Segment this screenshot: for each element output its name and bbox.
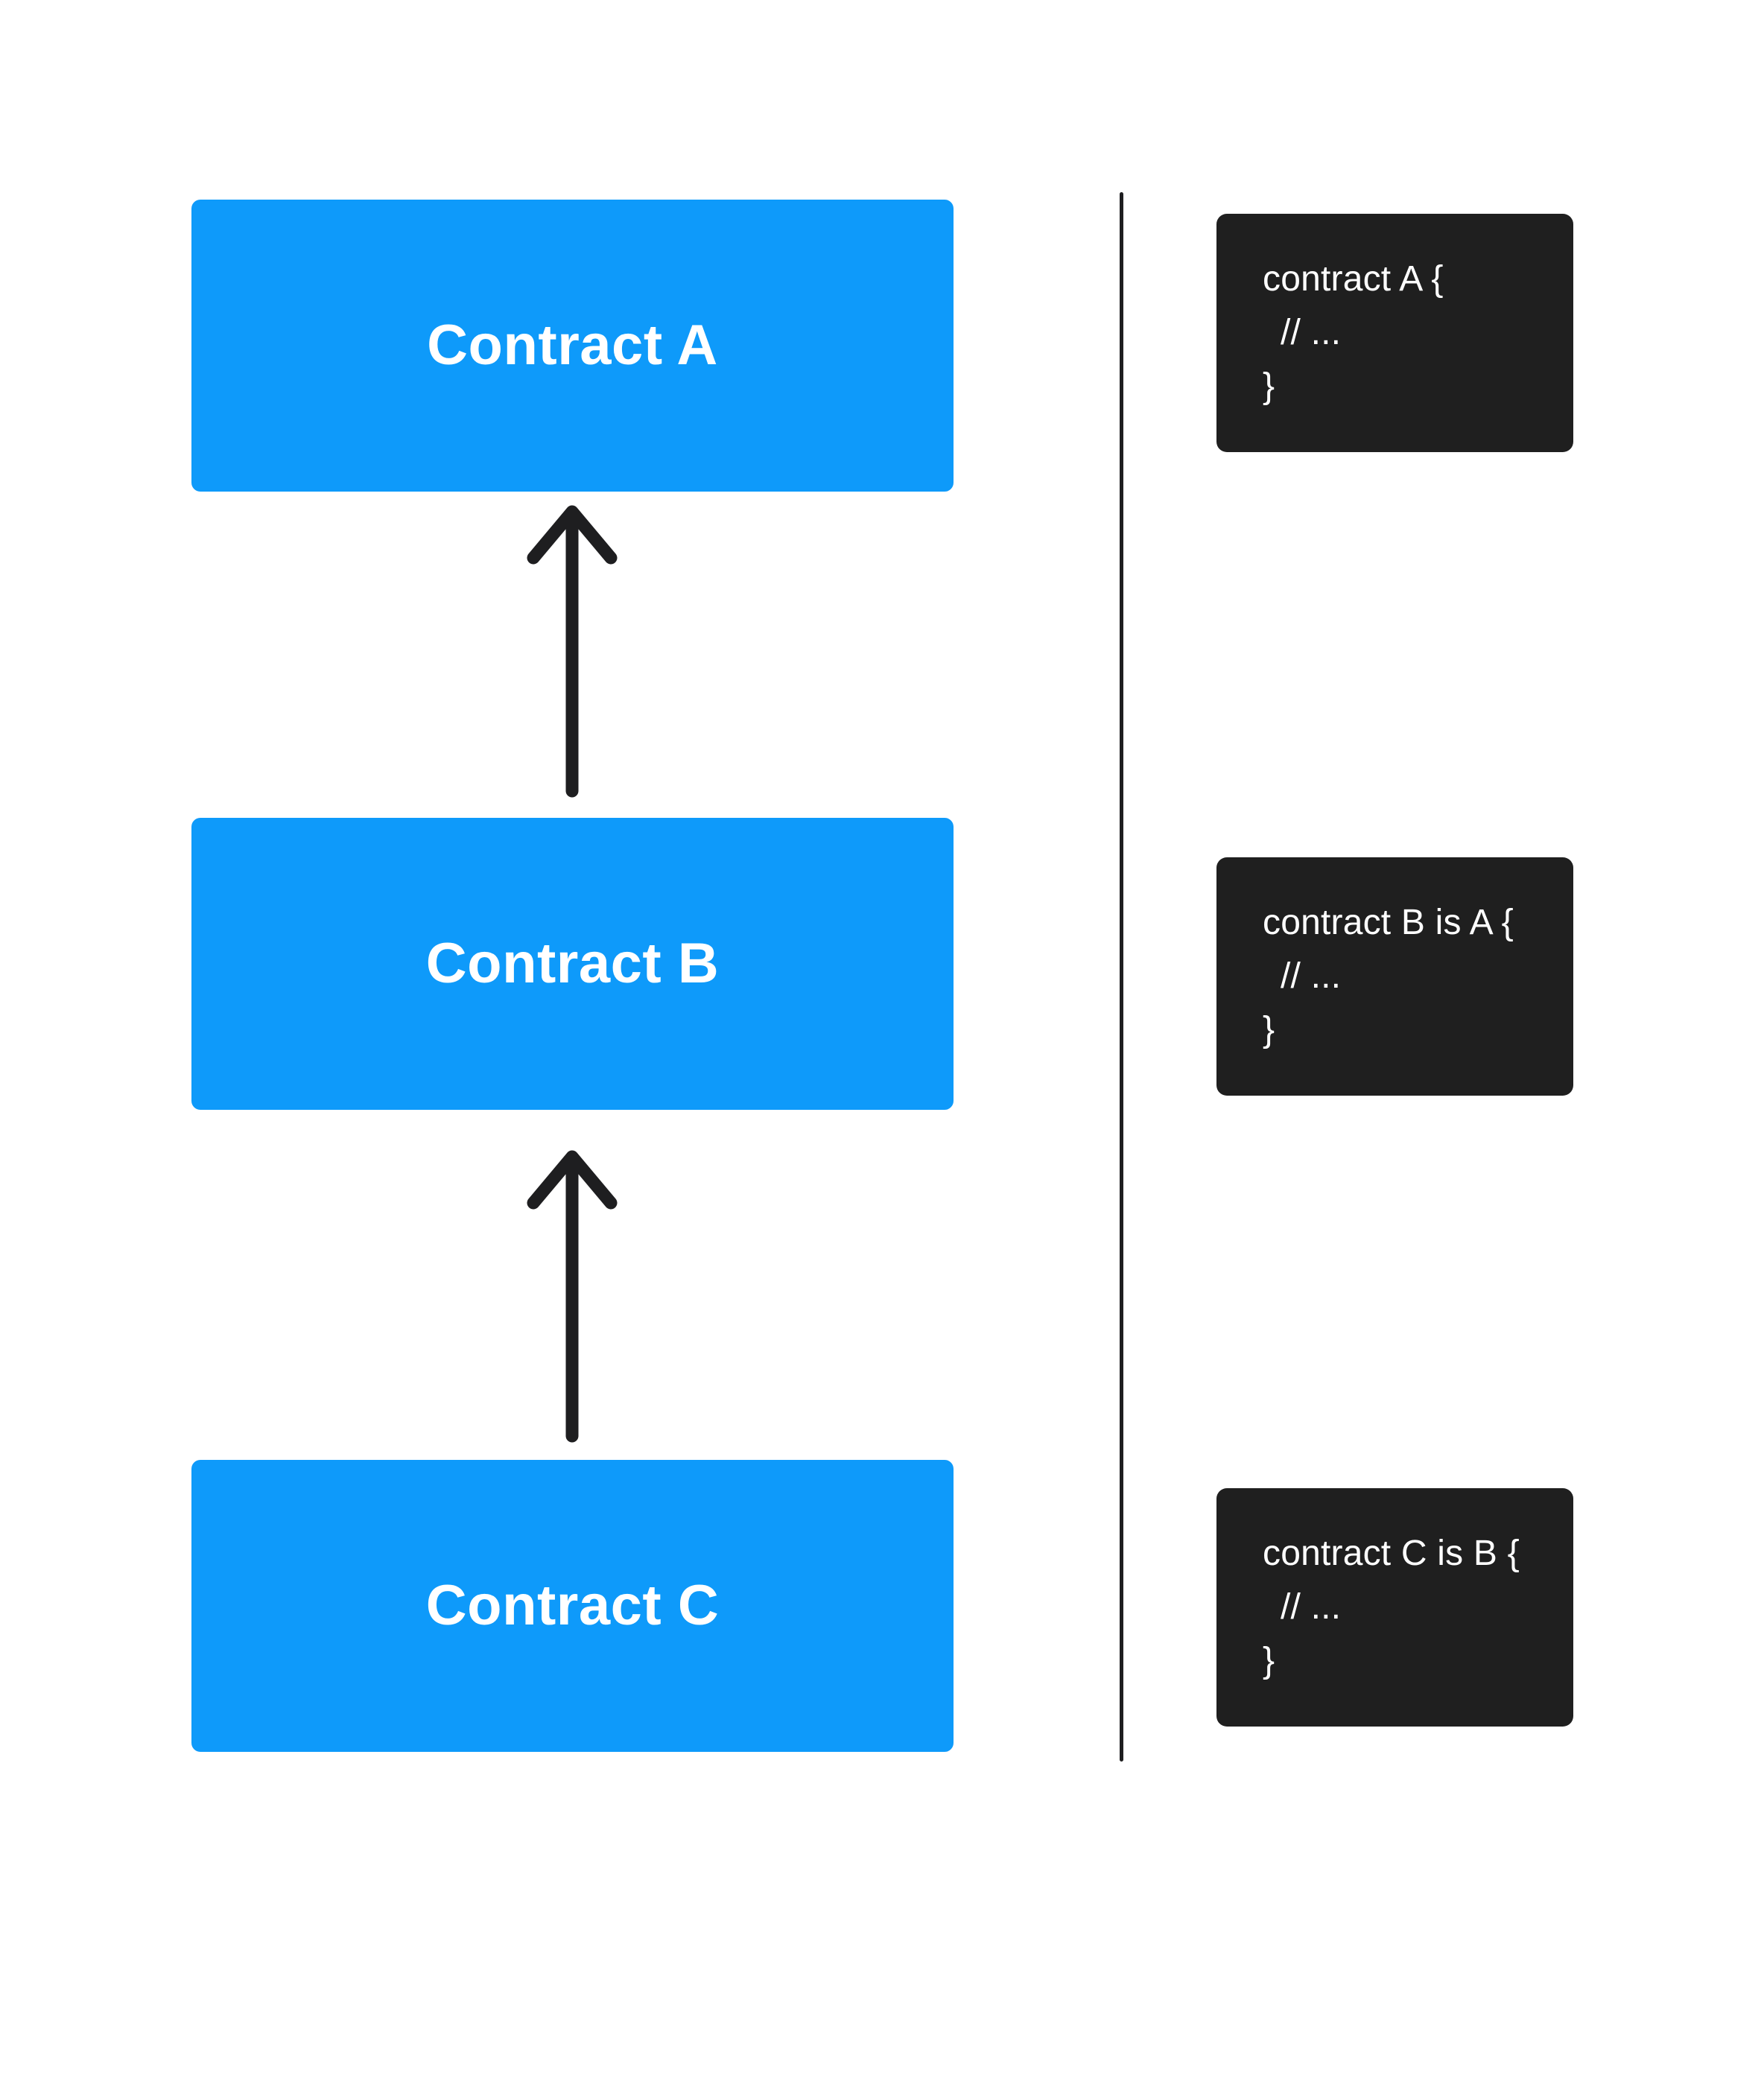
code-line: contract C is B { <box>1263 1534 1520 1573</box>
code-line: } <box>1263 1010 1275 1049</box>
code-line: // ... <box>1281 956 1342 996</box>
code-card-contract-c: contract C is B { // ... } <box>1216 1488 1573 1727</box>
code-line: contract B is A { <box>1263 903 1514 942</box>
contract-b-label: Contract B <box>425 932 720 995</box>
code-card-contract-b: contract B is A { // ... } <box>1216 857 1573 1096</box>
code-card-contract-a: contract A { // ... } <box>1216 214 1573 452</box>
contract-a-node: Contract A <box>191 200 954 492</box>
code-line: } <box>1263 366 1275 406</box>
arrow-up-icon <box>527 1150 618 1443</box>
code-line: contract A { <box>1263 259 1444 299</box>
contract-b-node: Contract B <box>191 818 954 1110</box>
code-line: } <box>1263 1641 1275 1680</box>
contract-c-node: Contract C <box>191 1460 954 1752</box>
contract-a-label: Contract A <box>427 314 718 377</box>
divider-line <box>1120 192 1123 1762</box>
code-line: // ... <box>1281 1587 1342 1627</box>
arrow-up-icon <box>527 505 618 798</box>
code-line: // ... <box>1281 313 1342 352</box>
contract-c-label: Contract C <box>425 1574 720 1637</box>
